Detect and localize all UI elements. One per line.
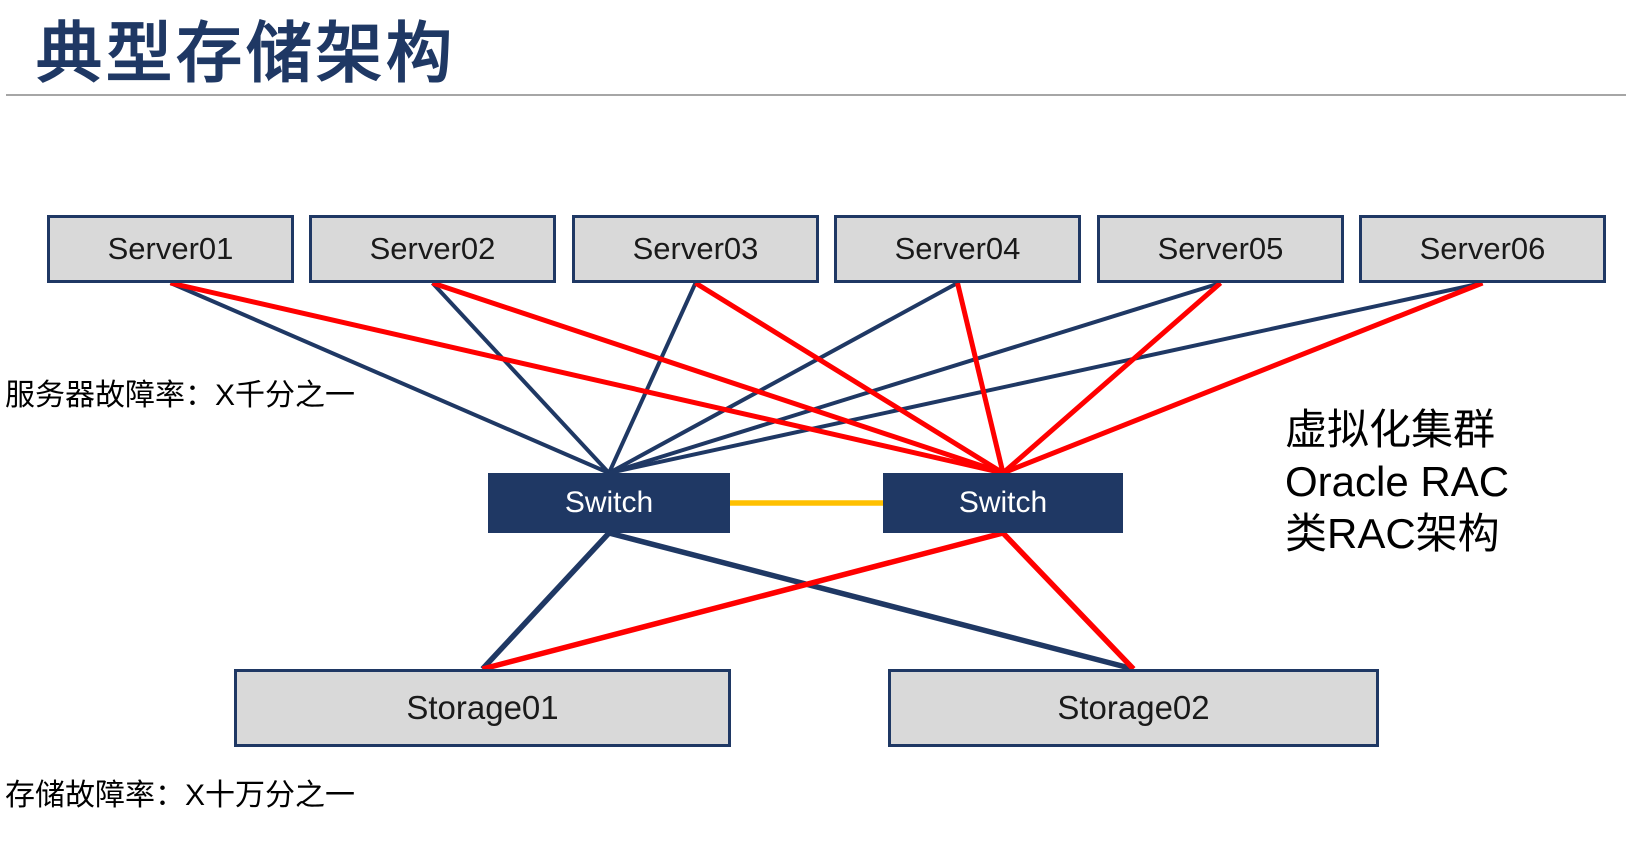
edge-server4-switchL [608, 281, 959, 475]
cluster-note-line2: Oracle RAC [1285, 458, 1510, 505]
edge-switchR-storage1 [481, 530, 1004, 672]
server03-box: Server03 [572, 215, 819, 283]
edge-server1-switchR [169, 280, 1004, 476]
storage01-box: Storage01 [234, 669, 731, 747]
server04-label: Server04 [894, 231, 1021, 266]
edge-switchL-storage1 [480, 531, 612, 671]
cluster-side-note: 虚拟化集群 Oracle RAC 类RAC架构 [1285, 404, 1509, 560]
server02-label: Server02 [369, 231, 496, 266]
server03-label: Server03 [632, 231, 759, 266]
server02-box: Server02 [309, 215, 556, 283]
server-failure-rate-note: 服务器故障率：X千分之一 [5, 379, 356, 412]
edge-switchL-storage2 [608, 530, 1135, 672]
edge-server2-switchR [431, 280, 1004, 476]
slide-title: 典型存储架构 [36, 16, 456, 90]
switch-left-label: Switch [564, 486, 654, 519]
storage01-label: Storage01 [406, 689, 559, 726]
edge-server6-switchL [608, 281, 1483, 475]
edge-server5-switchR [1001, 281, 1223, 475]
edge-server3-switchL [607, 282, 698, 474]
edge-switchR-storage2 [1001, 531, 1136, 671]
storage-failure-rate-note: 存储故障率：X十万分之一 [5, 779, 356, 812]
switch-right-label: Switch [958, 486, 1048, 519]
edge-server5-switchL [608, 281, 1222, 475]
server05-label: Server05 [1157, 231, 1284, 266]
edge-server4-switchR [955, 282, 1006, 474]
edge-server2-switchL [431, 281, 611, 475]
server01-box: Server01 [47, 215, 294, 283]
server04-box: Server04 [834, 215, 1081, 283]
storage02-box: Storage02 [888, 669, 1379, 747]
server01-label: Server01 [107, 231, 234, 266]
switch-right-box: Switch [883, 473, 1123, 533]
cluster-note-line3: 类RAC架构 [1285, 510, 1500, 557]
switch-left-box: Switch [488, 473, 730, 533]
cluster-note-line1: 虚拟化集群 [1285, 406, 1496, 453]
server05-box: Server05 [1097, 215, 1344, 283]
server06-label: Server06 [1419, 231, 1546, 266]
edge-server6-switchR [1002, 280, 1484, 476]
edge-server3-switchR [694, 280, 1005, 476]
edge-server1-switchL [169, 281, 610, 475]
server06-box: Server06 [1359, 215, 1606, 283]
title-divider [6, 94, 1626, 96]
storage02-label: Storage02 [1057, 689, 1210, 726]
